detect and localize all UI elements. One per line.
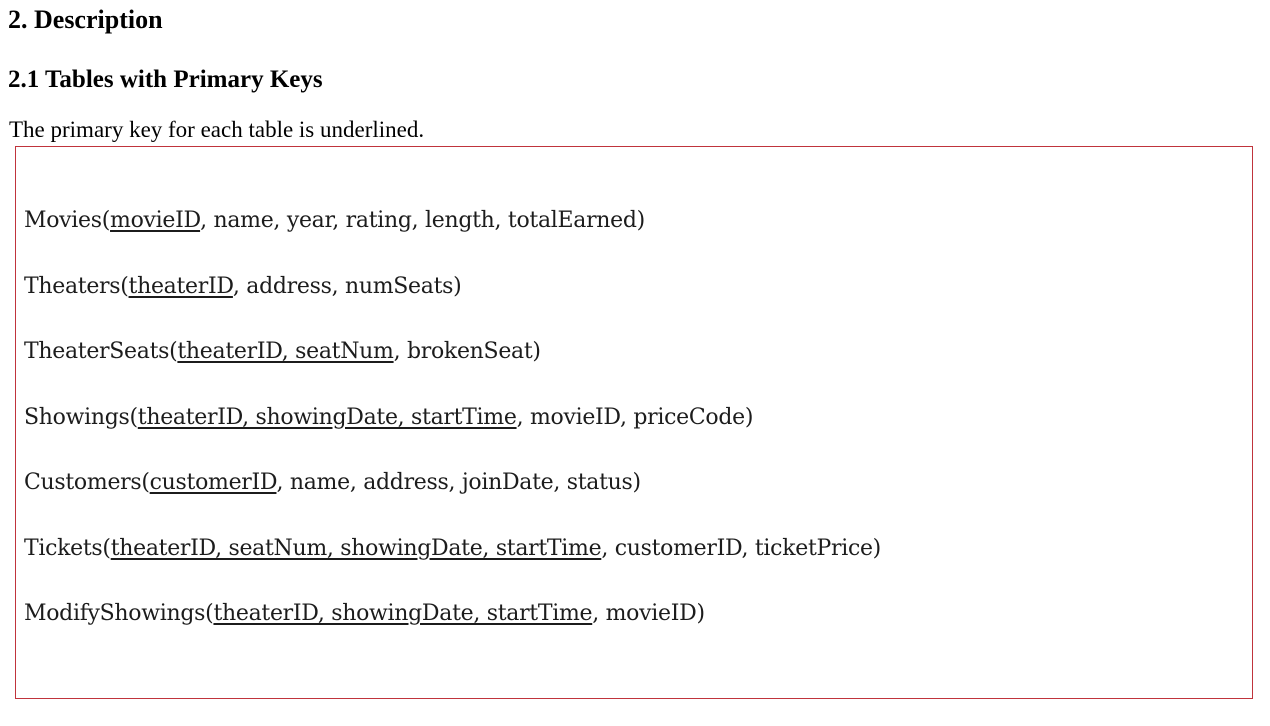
primary-key-underlined: theaterID bbox=[128, 273, 234, 299]
primary-key-underlined: theaterID, seatNum, showingDate, startTi… bbox=[110, 535, 602, 561]
table-name-prefix: Theaters( bbox=[24, 273, 129, 299]
table-name-prefix: Tickets( bbox=[24, 535, 111, 561]
schema-line-showings: Showings(theaterID, showingDate, startTi… bbox=[24, 385, 1244, 451]
document-page: 2. Description 2.1 Tables with Primary K… bbox=[0, 5, 1270, 726]
schema-line-theaters: Theaters(theaterID, address, numSeats) bbox=[24, 254, 1244, 320]
schema-line-customers: Customers(customerID, name, address, joi… bbox=[24, 450, 1244, 516]
schema-suffix: , customerID, ticketPrice) bbox=[601, 535, 881, 561]
schema-suffix: , name, year, rating, length, totalEarne… bbox=[200, 208, 645, 234]
table-name-prefix: Showings( bbox=[24, 404, 138, 430]
primary-key-underlined: movieID bbox=[110, 208, 201, 234]
schema-suffix: , brokenSeat) bbox=[393, 339, 541, 365]
schema-line-tickets: Tickets(theaterID, seatNum, showingDate,… bbox=[24, 516, 1244, 582]
table-name-prefix: Customers( bbox=[24, 470, 150, 496]
subsection-heading: 2.1 Tables with Primary Keys bbox=[8, 65, 323, 93]
table-name-prefix: ModifyShowings( bbox=[24, 601, 214, 627]
primary-key-underlined: theaterID, showingDate, startTime bbox=[213, 601, 593, 627]
schema-suffix: , address, numSeats) bbox=[232, 273, 462, 299]
schema-line-modifyshowings: ModifyShowings(theaterID, showingDate, s… bbox=[24, 581, 1244, 647]
schema-suffix: , movieID) bbox=[592, 601, 705, 627]
table-name-prefix: Movies( bbox=[24, 208, 111, 234]
primary-key-underlined: theaterID, showingDate, startTime bbox=[137, 404, 517, 430]
schema-suffix: , movieID, priceCode) bbox=[516, 404, 754, 430]
schema-box: Movies(movieID, name, year, rating, leng… bbox=[15, 146, 1253, 700]
intro-text: The primary key for each table is underl… bbox=[9, 116, 425, 142]
primary-key-underlined: theaterID, seatNum bbox=[177, 339, 394, 365]
schema-line-movies: Movies(movieID, name, year, rating, leng… bbox=[24, 188, 1244, 254]
schema-line-theaterseats: TheaterSeats(theaterID, seatNum, brokenS… bbox=[24, 319, 1244, 385]
schema-suffix: , name, address, joinDate, status) bbox=[276, 470, 641, 496]
section-heading: 2. Description bbox=[8, 5, 163, 34]
table-name-prefix: TheaterSeats( bbox=[24, 339, 178, 365]
primary-key-underlined: customerID bbox=[149, 470, 277, 496]
